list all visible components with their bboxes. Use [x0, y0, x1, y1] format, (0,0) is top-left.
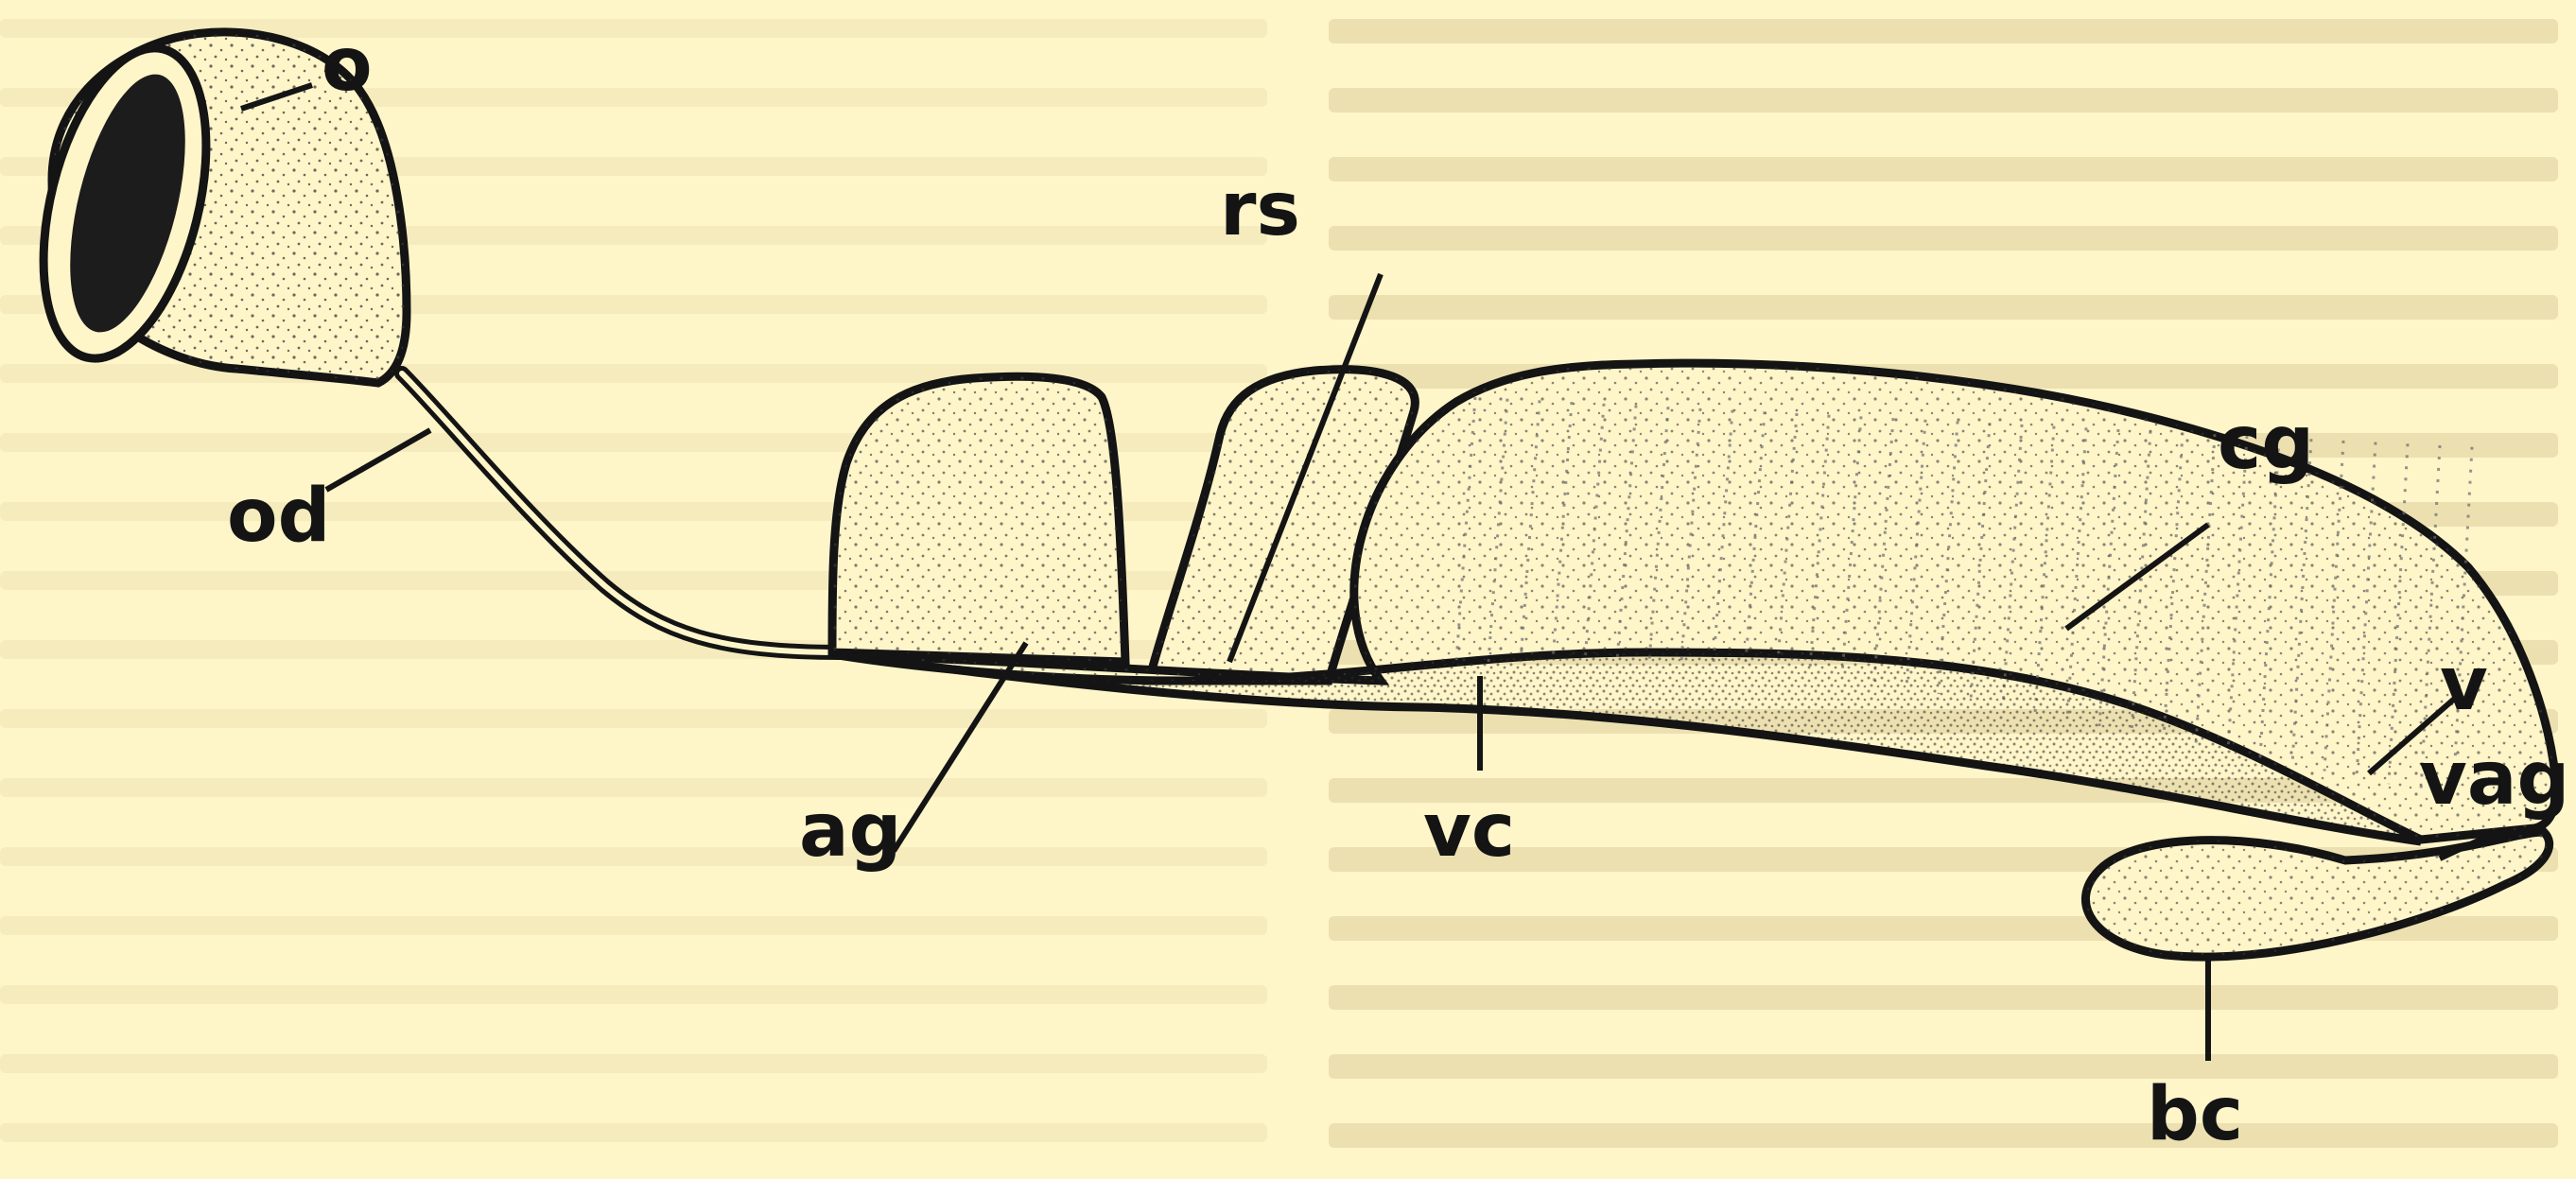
label-cg: cg [2218, 401, 2314, 486]
label-od: od [227, 474, 330, 559]
label-vc: vc [1423, 789, 1515, 874]
label-rs: rs [1220, 167, 1300, 252]
label-v: v [2440, 642, 2488, 727]
label-bc: bc [2147, 1072, 2243, 1157]
oviduct [402, 373, 842, 652]
label-vag: vag [2419, 737, 2569, 822]
label-o: o [322, 23, 373, 108]
leader-od [326, 430, 430, 490]
label-ag: ag [799, 789, 901, 874]
